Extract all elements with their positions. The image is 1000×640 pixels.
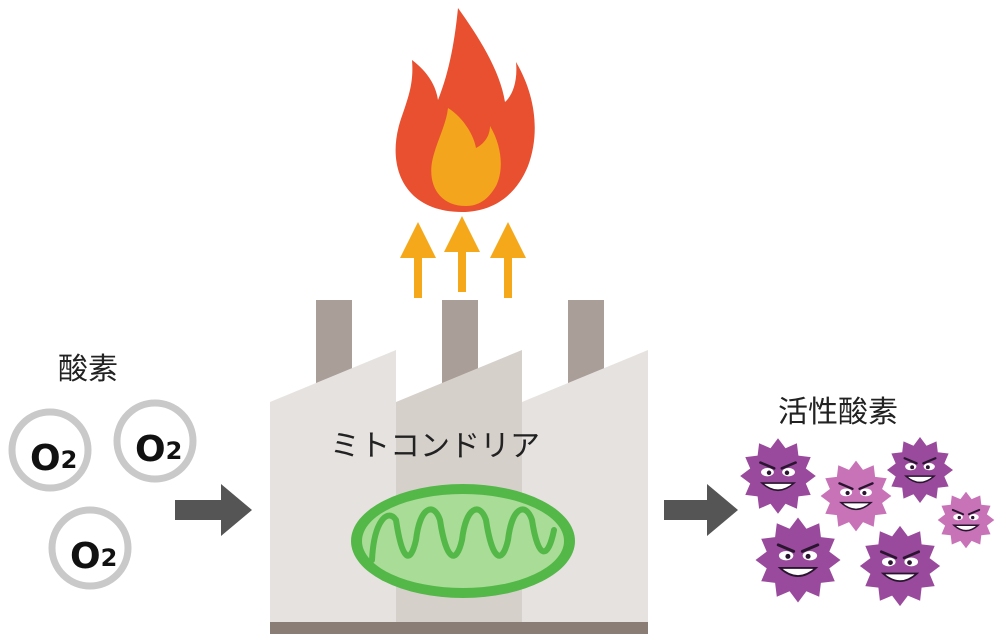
- molecule-icon: O2: [48, 506, 132, 590]
- reactive-oxygen-group: [740, 437, 995, 607]
- heat-arrows: [400, 216, 526, 298]
- heat-arrow-icon: [400, 222, 436, 298]
- svg-text:O2: O2: [70, 536, 117, 577]
- reactive-oxygen-monster-icon: [937, 491, 995, 549]
- right-arrow-icon: [175, 484, 252, 536]
- right-arrow-icon: [664, 484, 738, 536]
- heat-arrow-icon: [444, 216, 480, 292]
- heat-arrow-icon: [490, 222, 526, 298]
- fire-icon: [395, 8, 535, 212]
- reactive-oxygen-monster-icon: [740, 438, 816, 514]
- mitochondria-icon: [351, 484, 575, 598]
- reactive-oxygen-label: 活性酸素: [778, 395, 898, 430]
- reactive-oxygen-monster-icon: [820, 460, 892, 532]
- molecule-icon: O2: [8, 408, 92, 492]
- reactive-oxygen-monster-icon: [859, 525, 941, 607]
- molecule-icon: O2: [113, 399, 197, 483]
- mitochondria-label: ミトコンドリア: [330, 429, 540, 464]
- oxygen-molecules: O2 O2 O2: [8, 399, 197, 590]
- reactive-oxygen-monster-icon: [887, 437, 953, 503]
- reactive-oxygen-monster-icon: [755, 517, 841, 603]
- svg-text:O2: O2: [30, 438, 77, 479]
- svg-text:O2: O2: [135, 429, 182, 470]
- oxygen-label: 酸素: [58, 352, 118, 387]
